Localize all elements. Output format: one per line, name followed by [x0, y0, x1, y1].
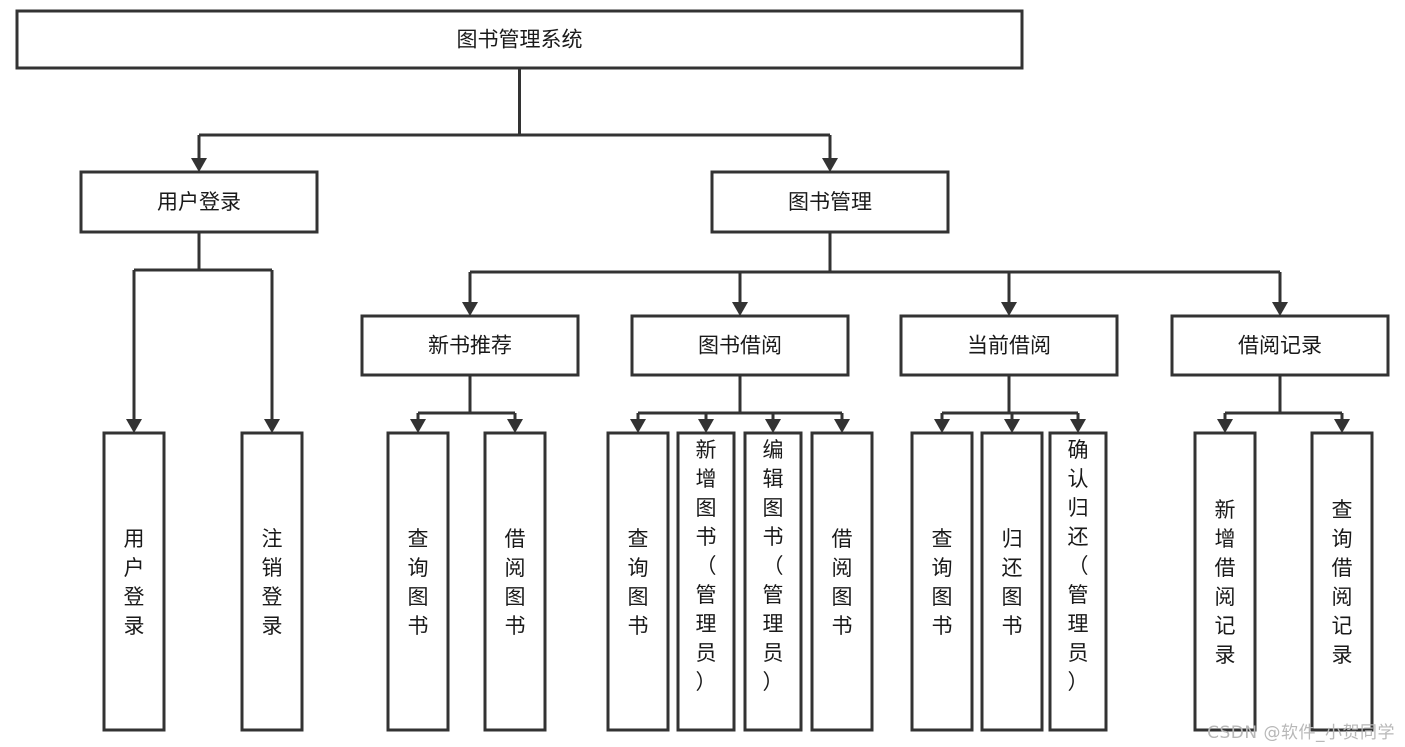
leaf-node-box-7[interactable]: [810, 431, 874, 732]
arrowhead-icon: [1272, 302, 1288, 316]
leaf-node-label-12: 查询借阅记录: [1332, 498, 1353, 667]
leaf-node-label-7: 借阅图书: [832, 527, 853, 638]
leaf-node-label-9: 归还图书: [1002, 527, 1023, 638]
level3-node-box-1[interactable]: [630, 314, 850, 377]
leaf-node-label-8: 查询图书: [932, 527, 953, 638]
leaf-node-label-6: 编辑图书（管理员）: [763, 438, 784, 694]
connector-lines: [126, 68, 1350, 433]
leaf-node-box-4[interactable]: [606, 431, 670, 732]
leaf-node-box-9[interactable]: [980, 431, 1044, 732]
leaf-node-box-11[interactable]: [1193, 431, 1257, 732]
level2-node-box-1[interactable]: [710, 170, 950, 234]
arrowhead-icon: [1001, 302, 1017, 316]
arrowhead-icon: [1334, 419, 1350, 433]
arrowhead-icon: [264, 419, 280, 433]
leaf-node-box-5[interactable]: [676, 431, 736, 732]
leaf-node-label-3: 借阅图书: [505, 527, 526, 638]
leaf-node-box-1[interactable]: [240, 431, 304, 732]
leaf-node-label-0: 用户登录: [124, 527, 145, 638]
leaf-node-label-4: 查询图书: [628, 527, 649, 638]
arrowhead-icon: [834, 419, 850, 433]
level3-node-label-1: 图书借阅: [698, 334, 782, 358]
arrowhead-icon: [630, 419, 646, 433]
arrowhead-icon: [765, 419, 781, 433]
arrowhead-icon: [126, 419, 142, 433]
arrowhead-icon: [507, 419, 523, 433]
root-node-box: [15, 9, 1024, 70]
root-node-label: 图书管理系统: [457, 28, 583, 52]
leaf-node-box-6[interactable]: [743, 431, 803, 732]
level2-node-label-1: 图书管理: [788, 190, 872, 214]
level3-node-label-3: 借阅记录: [1238, 334, 1322, 358]
leaf-node-label-2: 查询图书: [408, 527, 429, 638]
level3-node-box-3[interactable]: [1170, 314, 1390, 377]
arrowhead-icon: [732, 302, 748, 316]
level3-node-label-2: 当前借阅: [967, 334, 1051, 358]
arrowhead-icon: [191, 158, 207, 172]
arrowhead-icon: [1217, 419, 1233, 433]
level3-node-box-2[interactable]: [899, 314, 1119, 377]
arrowhead-icon: [410, 419, 426, 433]
level2-node-box-0[interactable]: [79, 170, 319, 234]
leaf-node-box-12[interactable]: [1310, 431, 1374, 732]
level3-node-label-0: 新书推荐: [428, 334, 512, 358]
node-boxes: [15, 9, 1390, 732]
leaf-node-box-0[interactable]: [102, 431, 166, 732]
leaf-node-box-3[interactable]: [483, 431, 547, 732]
arrowhead-icon: [462, 302, 478, 316]
leaf-node-box-2[interactable]: [386, 431, 450, 732]
leaf-node-label-1: 注销登录: [262, 527, 283, 638]
leaf-node-label-10: 确认归还（管理员）: [1068, 438, 1089, 694]
leaf-node-box-10[interactable]: [1048, 431, 1108, 732]
arrowhead-icon: [1004, 419, 1020, 433]
leaf-node-label-5: 新增图书（管理员）: [696, 438, 717, 694]
leaf-node-label-11: 新增借阅记录: [1215, 498, 1236, 667]
arrowhead-icon: [698, 419, 714, 433]
watermark-text: CSDN @软件_小贺同学: [1207, 723, 1395, 743]
arrowhead-icon: [822, 158, 838, 172]
leaf-node-box-8[interactable]: [910, 431, 974, 732]
node-labels: 图书管理系统用户登录图书管理新书推荐图书借阅当前借阅借阅记录用户登录注销登录查询…: [124, 28, 1353, 695]
arrowhead-icon: [1070, 419, 1086, 433]
level2-node-label-0: 用户登录: [157, 190, 241, 214]
arrowhead-icon: [934, 419, 950, 433]
level3-node-box-0[interactable]: [360, 314, 580, 377]
